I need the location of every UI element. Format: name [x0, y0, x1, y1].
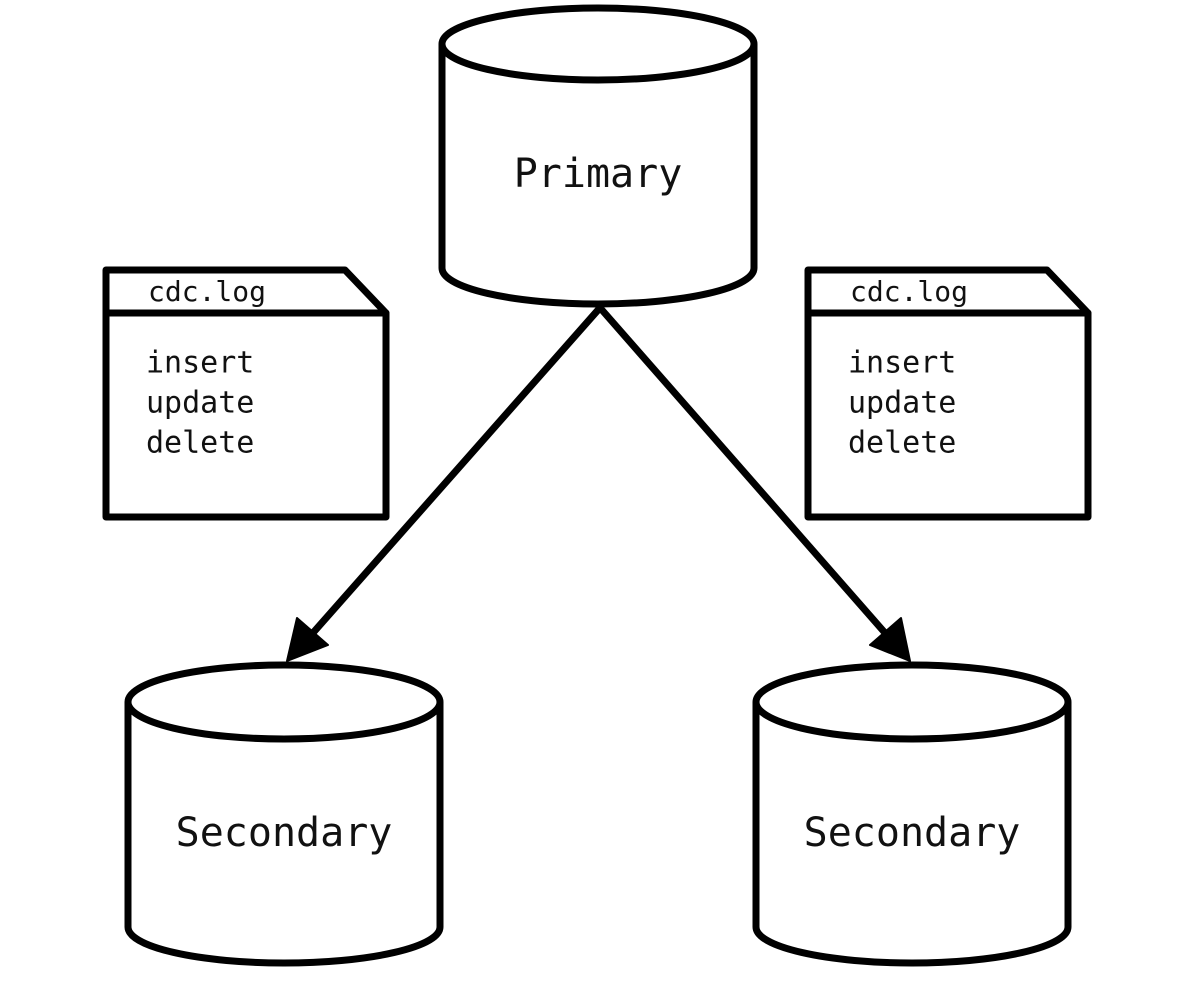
log-line-delete: delete	[146, 426, 254, 461]
primary-label: Primary	[514, 151, 683, 197]
secondary-label: Secondary	[176, 810, 393, 856]
log-line-insert: insert	[146, 346, 254, 381]
log-line-update: update	[848, 386, 956, 421]
log-line-insert: insert	[848, 346, 956, 381]
secondary-label: Secondary	[804, 810, 1021, 856]
cdc-log-file-right: cdc.log insert update delete	[804, 266, 1092, 521]
edge-primary-to-secondary-left	[286, 306, 602, 662]
log-line-update: update	[146, 386, 254, 421]
cdc-log-file-left: cdc.log insert update delete	[102, 266, 390, 521]
cdc-log-title: cdc.log	[850, 275, 968, 308]
cdc-log-title: cdc.log	[148, 275, 266, 308]
secondary-database-left: Secondary	[124, 661, 444, 967]
primary-database: Primary	[438, 4, 758, 308]
secondary-database-right: Secondary	[752, 661, 1072, 967]
edge-primary-to-secondary-right	[598, 306, 911, 662]
log-line-delete: delete	[848, 426, 956, 461]
